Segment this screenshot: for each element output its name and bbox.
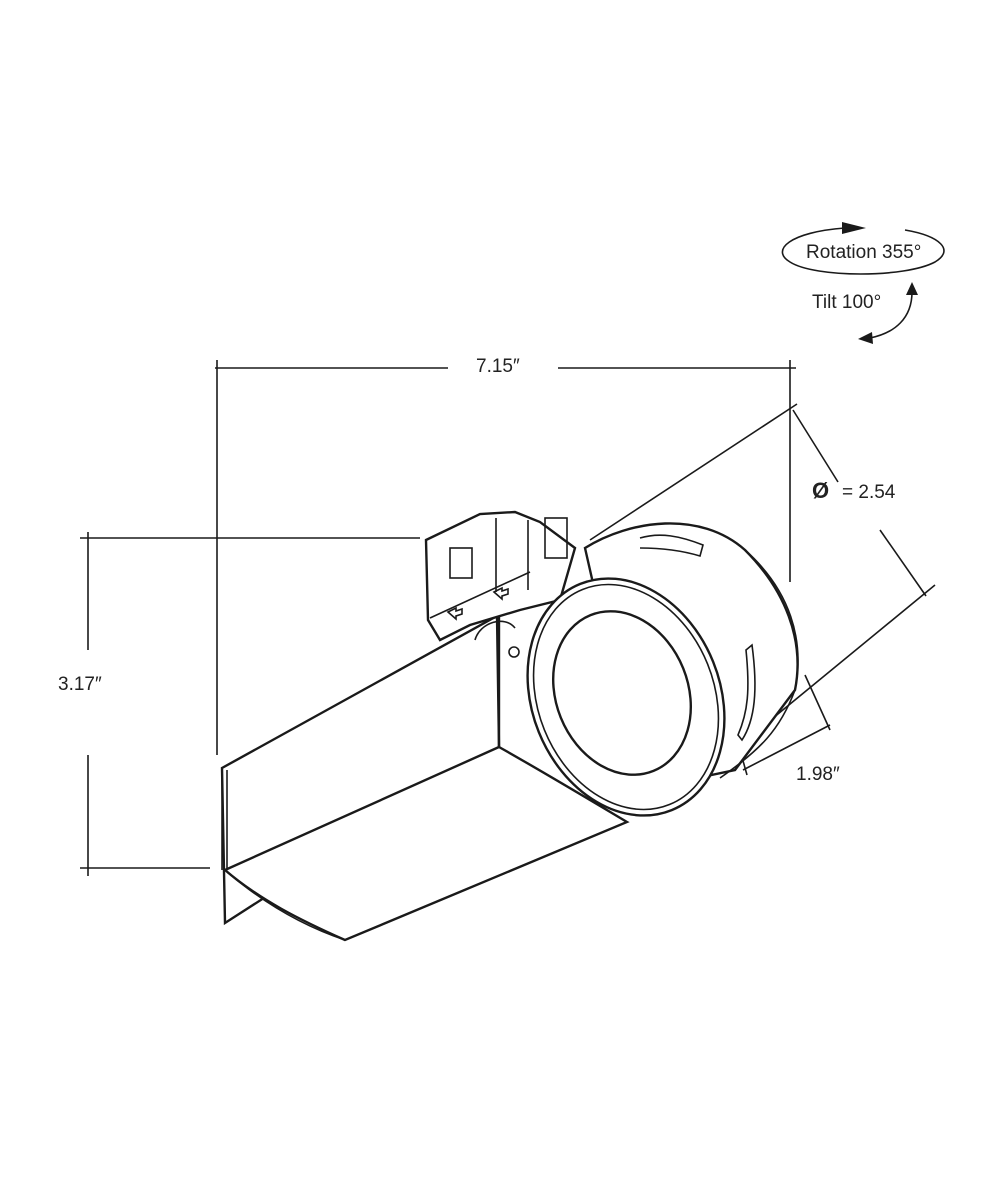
diameter-symbol: Ø <box>812 478 829 503</box>
tilt-screw <box>508 646 520 658</box>
head-depth-label: 1.98″ <box>796 764 840 785</box>
rotation-tilt-indicator: Rotation 355° Tilt 100° <box>781 222 945 344</box>
diameter-label: = 2.54 <box>842 482 896 503</box>
head-depth-dimension: 1.98″ <box>732 674 840 785</box>
arrow-marker-icon <box>492 586 509 601</box>
tilt-arrow-icon <box>869 291 913 339</box>
rotation-arrowhead-icon <box>842 222 866 234</box>
lamp-head <box>508 522 799 817</box>
track-adapter <box>424 510 577 642</box>
lens <box>551 610 693 776</box>
height-dimension: 3.17″ <box>58 532 420 876</box>
height-label: 3.17″ <box>58 674 102 695</box>
fixture-body <box>220 613 630 942</box>
tilt-label: Tilt 100° <box>812 292 881 313</box>
arrow-marker-icon <box>446 606 463 621</box>
length-label: 7.15″ <box>476 356 520 377</box>
length-dimension: 7.15″ <box>215 356 796 755</box>
rotation-arrow-icon <box>781 227 945 275</box>
rotation-label: Rotation 355° <box>806 242 921 263</box>
